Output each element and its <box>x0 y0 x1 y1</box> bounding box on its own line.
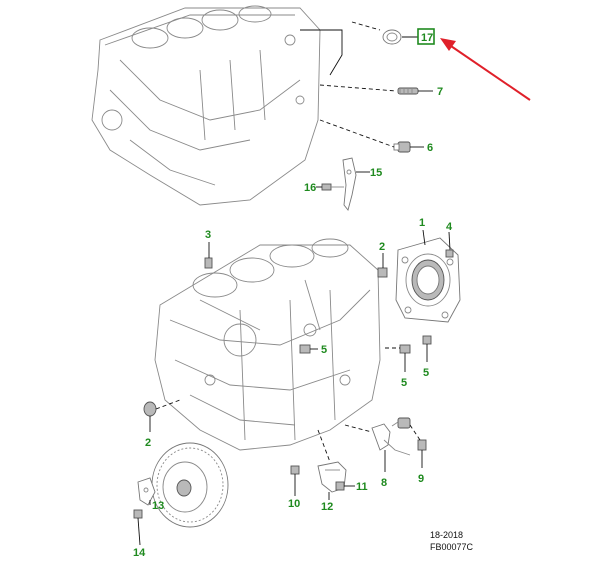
callout-12: 12 <box>321 501 333 513</box>
seal-part-17 <box>382 29 402 45</box>
callout-2-left: 2 <box>145 437 151 449</box>
dash-17 <box>351 21 381 31</box>
bolt-part-11 <box>335 481 345 491</box>
guide-part-15 <box>342 157 357 211</box>
bolt-part-7 <box>397 87 419 95</box>
leader-1 <box>422 229 426 246</box>
sensor-harness-part-8 <box>371 417 411 456</box>
plug-part-5-right-a <box>399 344 411 354</box>
callout-1: 1 <box>419 217 425 229</box>
callout-17: 17 <box>421 32 433 44</box>
leader-14 <box>137 517 141 546</box>
callout-3: 3 <box>205 229 211 241</box>
bolt-part-4 <box>445 249 454 258</box>
callout-6: 6 <box>427 142 433 154</box>
plug-part-5-right-b <box>422 335 432 345</box>
plug-part-2-right <box>377 267 388 278</box>
callout-15: 15 <box>370 167 382 179</box>
bolt-part-16 <box>321 183 344 191</box>
seal-housing-part-1 <box>395 237 461 323</box>
callout-16: 16 <box>304 182 316 194</box>
plug-part-2-left <box>143 401 157 417</box>
plug-part-5-center <box>299 344 311 354</box>
callout-9: 9 <box>418 473 424 485</box>
leader-4 <box>448 231 451 251</box>
leader-17-block <box>300 29 343 76</box>
upper-engine-block <box>91 5 321 206</box>
dash-9 <box>409 424 421 441</box>
dash-8 <box>344 424 373 433</box>
callout-2-right: 2 <box>379 241 385 253</box>
callout-13: 13 <box>152 500 164 512</box>
callout-11: 11 <box>356 481 368 493</box>
callout-5-center: 5 <box>321 344 327 356</box>
dash-2-left <box>155 399 181 410</box>
dash-12 <box>317 429 331 463</box>
callouts: 17 7 6 15 16 1 4 3 2 5 5 5 2 8 9 10 11 1… <box>133 28 453 559</box>
lower-engine-block <box>154 238 381 451</box>
callout-7: 7 <box>437 86 443 98</box>
callout-4: 4 <box>446 221 453 233</box>
dash-7 <box>319 84 397 92</box>
sensor-part-13 <box>137 477 156 506</box>
plug-part-3 <box>204 257 213 269</box>
red-pointer-arrow <box>440 38 531 101</box>
crank-pulley <box>151 442 229 528</box>
callout-5-right-a: 5 <box>401 377 407 389</box>
plug-part-10 <box>290 465 300 475</box>
footer-figure-id: FB00077C <box>430 542 474 552</box>
footer-year-code: 18-2018 <box>430 530 464 540</box>
bolt-part-9 <box>417 439 427 451</box>
callout-5-right-b: 5 <box>423 367 429 379</box>
callout-8: 8 <box>381 477 387 489</box>
sensor-part-6 <box>393 141 411 153</box>
bolt-part-14 <box>133 509 143 519</box>
dash-6 <box>319 119 395 148</box>
callout-17-box <box>417 28 435 45</box>
callout-14: 14 <box>133 547 146 559</box>
callout-10: 10 <box>288 498 300 510</box>
